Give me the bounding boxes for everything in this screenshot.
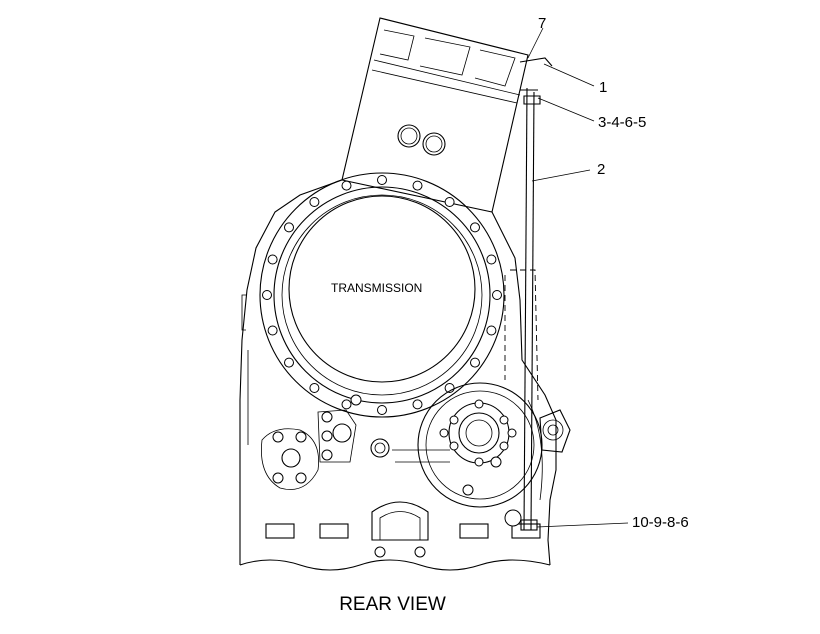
callout-7: 7 [538,15,546,32]
flange-bolt [412,180,423,191]
leader-lines [527,27,629,528]
flange-bolt [309,383,320,393]
view-caption: REAR VIEW [339,594,446,615]
flange-bolt [341,399,352,410]
flange-bolt [377,175,387,185]
callout-3-4-6-5: 3-4-6-5 [598,114,646,131]
lower-left-boss [261,394,390,490]
flange-bolt [412,399,423,410]
flange-bolt [444,197,455,207]
flange-bolt [267,325,278,336]
callout-1: 1 [599,79,607,96]
bottom-mounting-pads [265,501,541,558]
upper-housing [341,17,529,213]
right-side-fitting [527,399,571,501]
flange-bolt [309,197,320,207]
flange-bolt [486,254,497,265]
callout-10-9-8-6: 10-9-8-6 [632,514,689,531]
bell-housing-flange [259,172,505,418]
flange-bolt [262,290,272,300]
flange-bolt [284,222,294,233]
flange-bolt [284,357,294,368]
flange-bolt [486,325,497,336]
flange-bolt [470,357,480,368]
flange-bolt [492,290,502,300]
flange-bolts [262,175,502,415]
flange-bolt [267,254,278,265]
breather-clip [519,57,553,105]
transmission-label: TRANSMISSION [331,281,422,295]
flange-bolt [444,383,455,393]
flange-bolt [341,180,352,191]
flange-bolt [470,222,480,233]
breather-tube [504,87,539,531]
main-housing [239,179,557,571]
flange-bolt [377,405,387,415]
callout-2: 2 [597,161,605,178]
